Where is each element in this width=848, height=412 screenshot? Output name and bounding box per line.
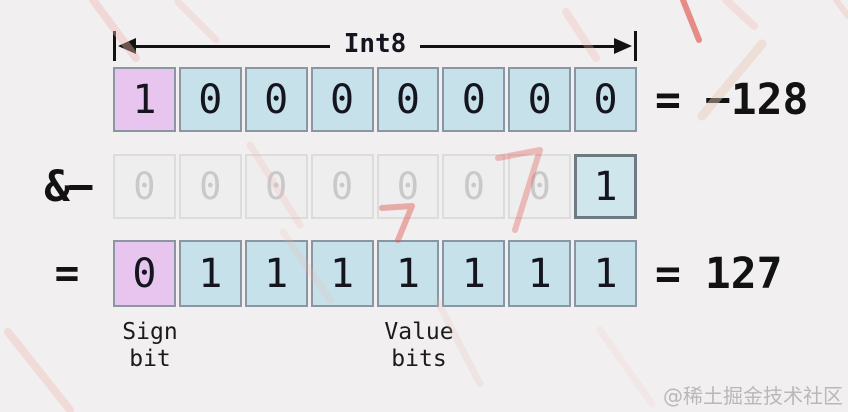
arrow-line-left	[136, 44, 330, 48]
highlighted-one-bit-cell: 1	[574, 154, 637, 219]
bit-cell: 1	[442, 240, 506, 307]
sign-bit-label: Sign bit	[122, 319, 177, 373]
arrow-left-head-icon	[118, 38, 136, 54]
arrow-right-head-icon	[614, 38, 632, 54]
masked-bit-cell: 0	[376, 154, 440, 219]
bit-cell: 1	[508, 240, 572, 307]
bit-cell: 0	[376, 67, 440, 132]
bit-cell: 0	[574, 67, 637, 132]
bit-cell: 0	[178, 67, 242, 132]
bit-row-minuend: 1 0 0 0 0 0 0 0	[113, 67, 637, 132]
equals-sign: =	[655, 249, 681, 299]
equals-operator: =	[54, 249, 80, 297]
masked-bit-cell: 0	[113, 154, 176, 219]
masked-bit-cell: 0	[178, 154, 242, 219]
bit-cell: 0	[508, 67, 572, 132]
bit-cell: 1	[244, 240, 308, 307]
arrow-line-right	[420, 44, 614, 48]
sign-bit-cell: 0	[113, 240, 176, 307]
masked-bit-cell: 0	[310, 154, 374, 219]
site-watermark: @稀土掘金技术社区	[663, 384, 843, 408]
value-bits-label-line1: Value	[384, 319, 454, 345]
sign-bit-label-line1: Sign	[122, 319, 178, 345]
bit-cell: 1	[310, 240, 374, 307]
sign-bit-cell: 1	[113, 67, 176, 132]
equals-sign: =	[655, 75, 681, 125]
bit-cell: 0	[244, 67, 308, 132]
and-minus-operator: &−	[44, 162, 94, 212]
masked-bit-cell: 0	[442, 154, 506, 219]
masked-bit-cell: 0	[244, 154, 308, 219]
bit-cell: 0	[442, 67, 506, 132]
sign-bit-label-line2: bit	[129, 345, 171, 372]
int8-span-arrow: Int8	[113, 29, 637, 62]
bit-cell: 1	[178, 240, 242, 307]
masked-bit-cell: 0	[508, 154, 572, 219]
result-minus-128: = −128	[655, 74, 808, 126]
value-bits-label: Value bits	[384, 319, 453, 373]
bit-cell: 1	[574, 240, 637, 307]
bit-row-operand: 0 0 0 0 0 0 0 1	[113, 154, 637, 219]
result-value: 127	[704, 249, 783, 299]
bit-cell: 0	[310, 67, 374, 132]
bit-row-result: 0 1 1 1 1 1 1 1	[113, 240, 637, 307]
result-value: −128	[704, 75, 809, 125]
int8-label: Int8	[343, 29, 407, 59]
bit-cell: 1	[376, 240, 440, 307]
value-bits-label-line2: bits	[391, 345, 447, 372]
arrow-left-endbar	[113, 31, 116, 61]
arrow-right-endbar	[634, 31, 637, 61]
result-127: = 127	[655, 248, 783, 300]
